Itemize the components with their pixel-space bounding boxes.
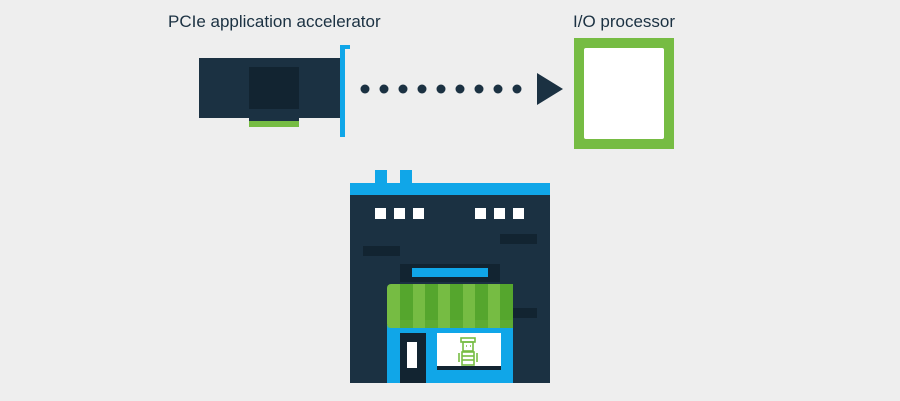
arrow-head-icon	[537, 73, 563, 105]
io-processor-label: I/O processor	[573, 12, 676, 31]
dotted-connector	[360, 73, 563, 105]
io-processor-chip-icon	[574, 38, 674, 149]
shopkeeper-figure-icon	[458, 337, 478, 366]
pcie-card-icon	[199, 45, 350, 137]
pcie-accelerator-label: PCIe application accelerator	[168, 12, 381, 31]
storefront-building-icon	[350, 170, 550, 383]
